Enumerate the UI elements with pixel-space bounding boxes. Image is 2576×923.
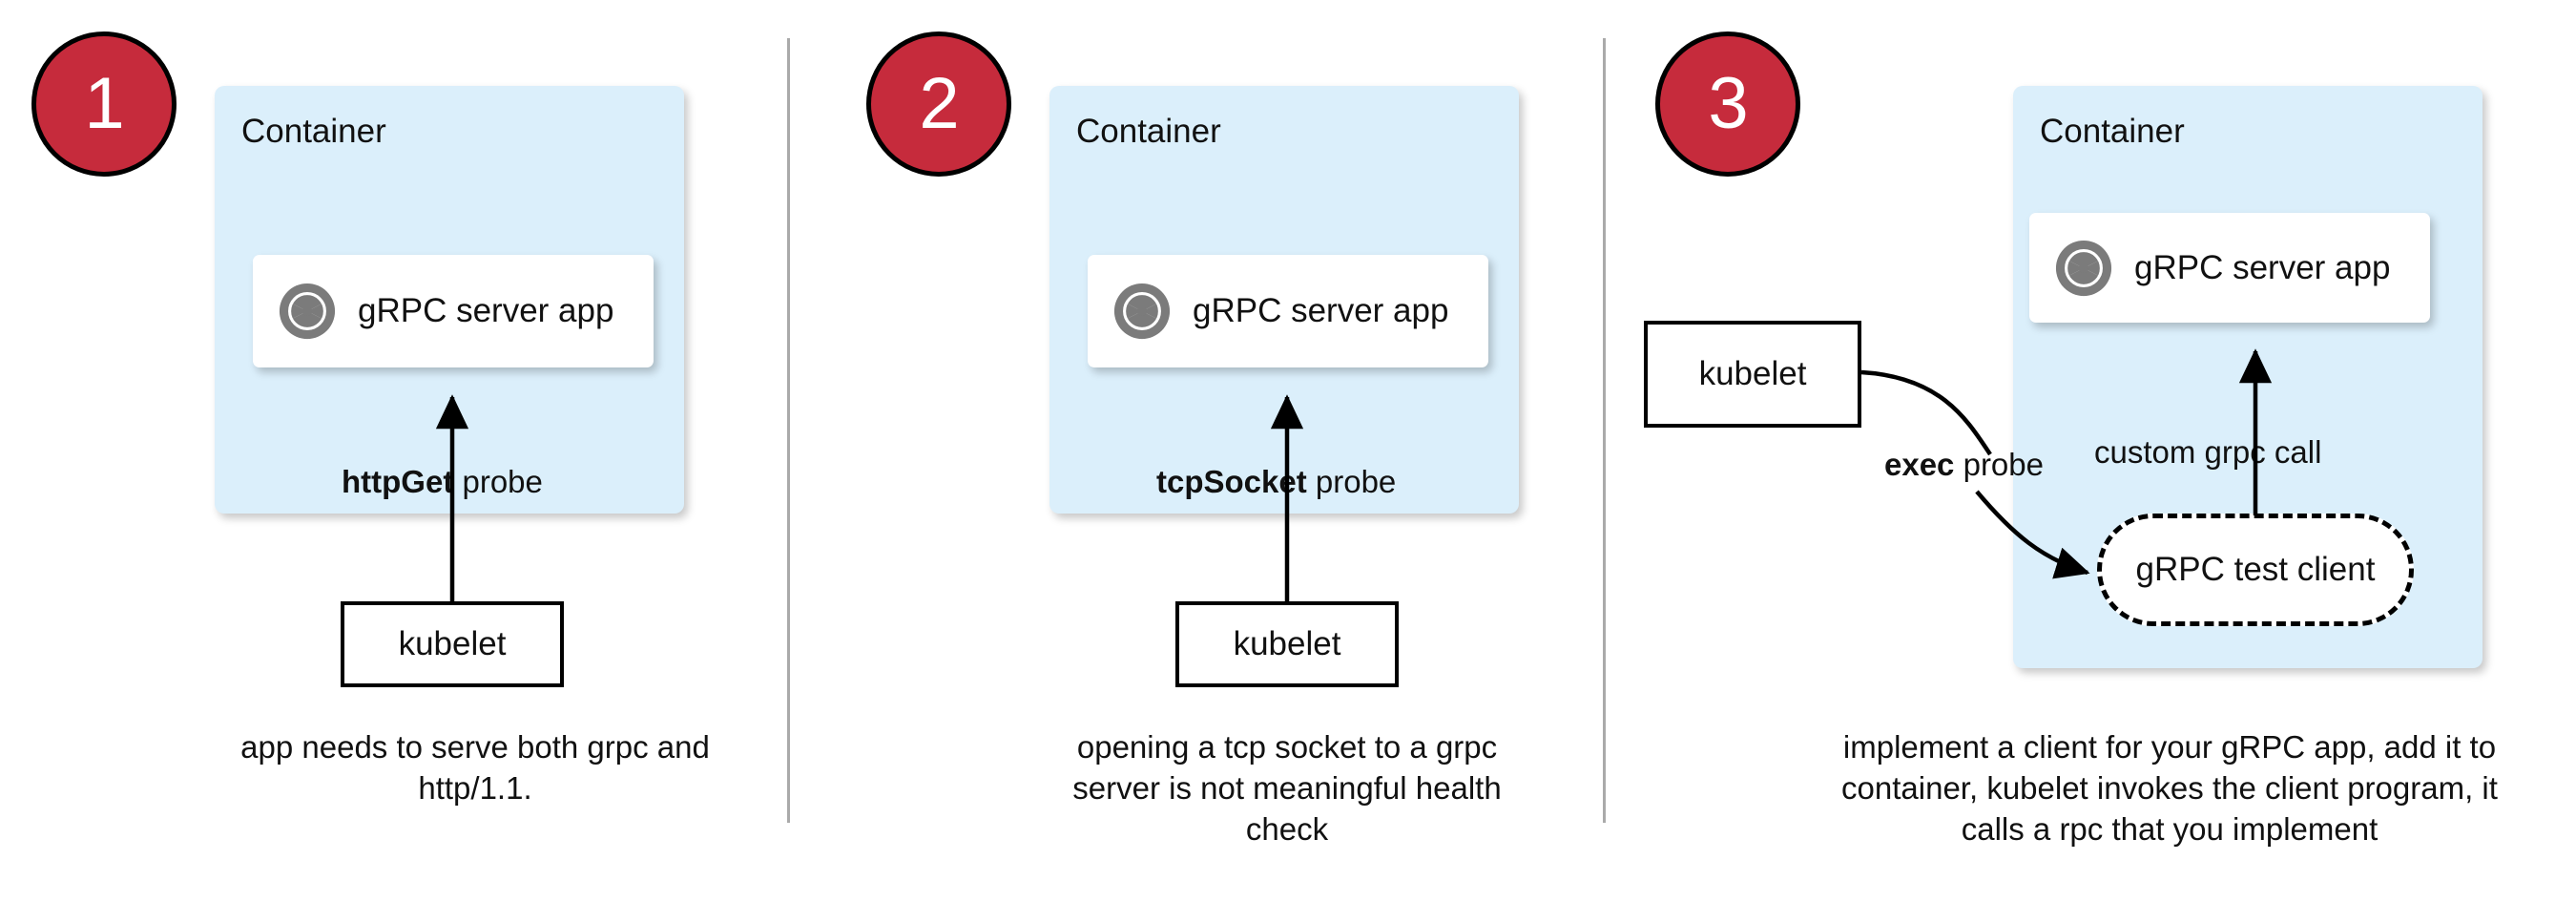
panel-caption-3: implement a client for your gRPC app, ad… [1841,729,2498,847]
grpc-server-app-label-3: gRPC server app [2134,248,2391,286]
probe-edge-label-3: exec probe [1884,447,2044,483]
grpc-aperture-icon [279,283,336,340]
probe-edge-label-rest-3: probe [1954,447,2044,482]
probe-edge-label-rest-1: probe [453,464,543,499]
panel-divider-1 [787,38,790,823]
panel-divider-2 [1603,38,1606,823]
grpc-server-app-card-2: gRPC server app [1088,255,1488,367]
grpc-test-client-box: gRPC test client [2097,514,2414,626]
probe-edge-label-2: tcpSocket probe [1156,464,1396,500]
kubelet-box-2: kubelet [1175,601,1399,687]
container-label-1: Container [241,113,386,150]
kubelet-label-2: kubelet [1233,625,1341,662]
probe-edge-label-rest-2: probe [1306,464,1397,499]
panel-caption-1: app needs to serve both grpc and http/1.… [240,729,710,806]
grpc-test-client-label: gRPC test client [2135,551,2376,588]
step-number-1: 1 [31,31,177,177]
grpc-server-app-card-3: gRPC server app [2029,213,2430,323]
kubelet-label-3: kubelet [1698,355,1807,392]
grpc-aperture-icon [2055,240,2112,296]
probe-edge-label-1: httpGet probe [342,464,543,500]
container-label-2: Container [1076,113,1221,150]
grpc-aperture-icon [1113,283,1171,340]
probe-edge-label-bold-3: exec [1884,447,1955,482]
step-number-3: 3 [1655,31,1800,177]
kubelet-box-3: kubelet [1644,321,1861,428]
container-label-3: Container [2040,113,2185,150]
grpc-server-app-card-1: gRPC server app [253,255,654,367]
custom-grpc-call-label: custom grpc call [2094,434,2322,470]
grpc-server-app-label-1: gRPC server app [358,292,614,329]
arrow-exec-probe-upper [1860,369,1992,456]
kubelet-label-1: kubelet [398,625,507,662]
kubelet-box-1: kubelet [341,601,564,687]
grpc-server-app-label-2: gRPC server app [1193,292,1449,329]
step-number-2: 2 [866,31,1011,177]
probe-edge-label-bold-2: tcpSocket [1156,464,1307,499]
panel-caption-2: opening a tcp socket to a grpc server is… [1072,729,1502,847]
probe-edge-label-bold-1: httpGet [342,464,454,499]
